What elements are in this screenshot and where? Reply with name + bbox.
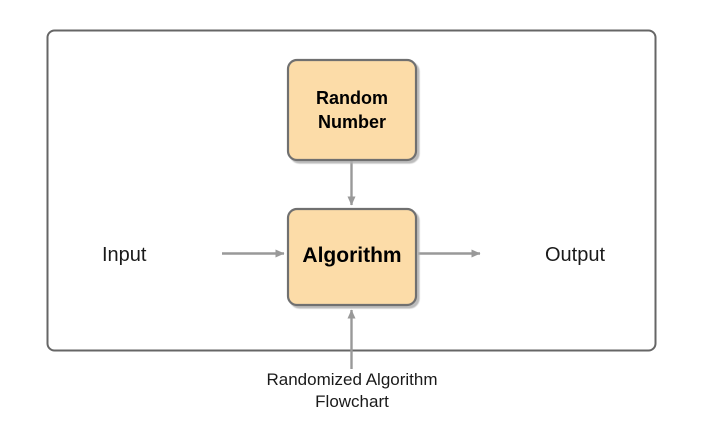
caption-line-2: Flowchart	[315, 392, 389, 411]
output-label: Output	[545, 244, 605, 266]
input-label: Input	[102, 244, 147, 266]
node-random-number-box[interactable]	[286, 58, 418, 162]
node-algorithm[interactable]: Algorithm	[286, 207, 418, 307]
node-random-number[interactable]: Random Number	[286, 58, 418, 162]
node-random-number-label-line2: Number	[318, 112, 386, 132]
node-algorithm-box[interactable]	[286, 207, 418, 307]
node-random-number-label-line1: Random	[316, 88, 388, 108]
node-algorithm-label: Algorithm	[302, 244, 401, 267]
caption-line-1: Randomized Algorithm	[266, 370, 437, 389]
